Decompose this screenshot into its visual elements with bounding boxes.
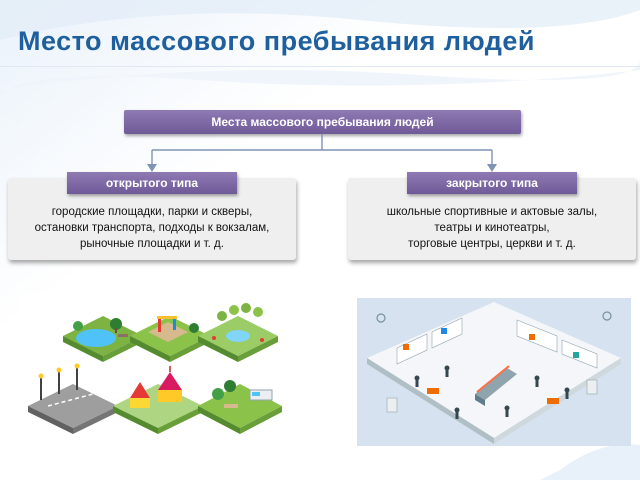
closed-type-line: школьные спортивные и актовые залы, (386, 206, 598, 218)
open-type-line: остановки транспорта, подходы к вокзалам… (34, 222, 270, 234)
park-van-tile (198, 380, 282, 434)
open-type-line: рыночные площадки и т. д. (80, 238, 224, 250)
title-divider (0, 66, 640, 67)
open-type-description: городские площадки, парки и скверы, оста… (14, 204, 290, 252)
closed-type-line: театры и кинотеатры, (434, 222, 550, 234)
closed-type-description: школьные спортивные и актовые залы, теат… (354, 204, 630, 252)
closed-type-label: закрытого типа (407, 172, 577, 194)
root-box: Места массового пребывания людей (124, 110, 521, 134)
closed-type-places-illustration (357, 298, 631, 446)
right-arrowhead (487, 164, 497, 172)
open-type-places-illustration (18, 294, 288, 442)
market-tile (113, 366, 203, 434)
mall-shops (396, 317, 598, 369)
playground-tile (130, 316, 210, 362)
slide-title: Место массового пребывания людей (18, 26, 536, 56)
closed-type-panel: закрытого типа школьные спортивные и акт… (348, 172, 636, 260)
escalator (475, 365, 517, 406)
closed-type-line: торговые центры, церкви и т. д. (408, 238, 576, 250)
street-tile (28, 363, 118, 434)
fountain-square-tile (198, 303, 278, 362)
open-type-line: городские площадки, парки и скверы, (51, 206, 253, 218)
open-type-panel: открытого типа городские площадки, парки… (8, 172, 296, 260)
shoppers (414, 365, 570, 419)
open-type-label: открытого типа (67, 172, 237, 194)
pond-park-tile (63, 316, 143, 362)
mall-accents (376, 311, 612, 413)
left-arrowhead (147, 164, 157, 172)
